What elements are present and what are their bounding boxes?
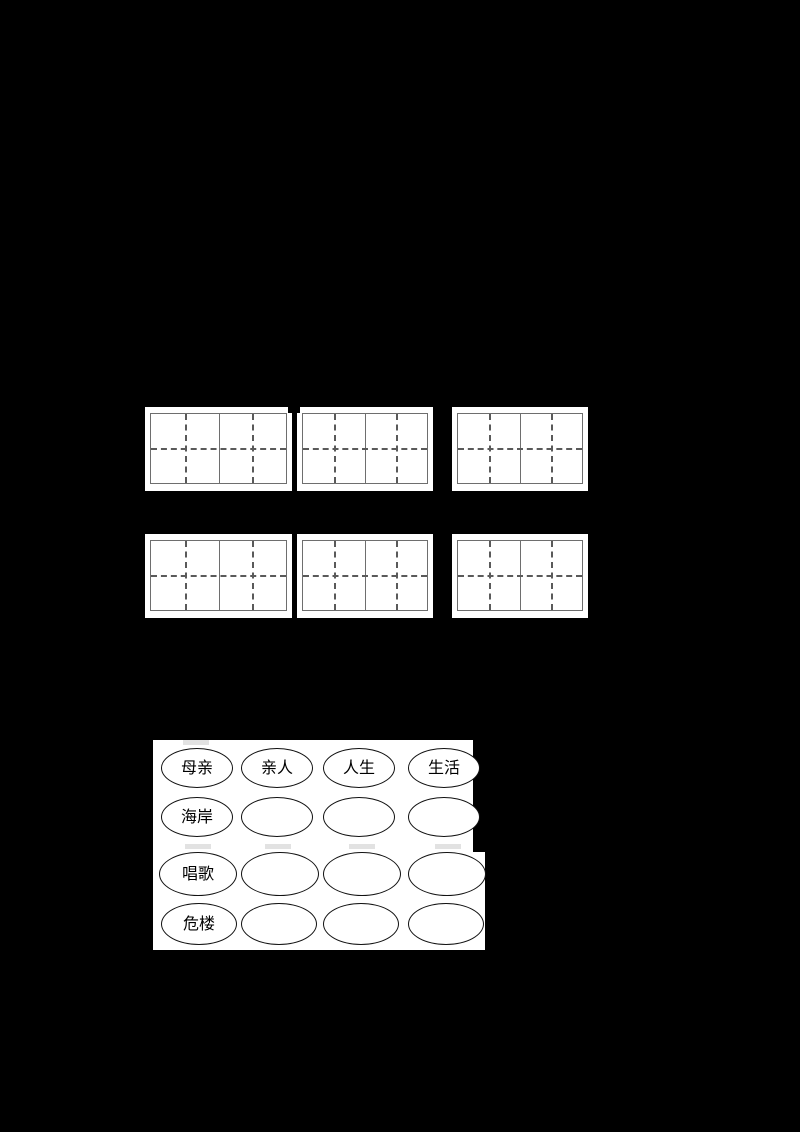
ellipse-label: 亲人 [260,758,293,777]
ellipse-label: 唱歌 [181,864,214,883]
ellipse-shape: 亲人 [241,748,313,788]
word-chain-cell-r2c1[interactable]: 海岸 [161,797,233,837]
word-chain-cell-r2c3[interactable] [323,797,395,837]
ellipse-shape: 母亲 [161,748,233,788]
word-chain-cell-r3c2[interactable] [241,852,319,896]
grid-block-2[interactable] [297,407,433,491]
guide-vertical-cell-2 [396,414,398,483]
word-chain-cell-r4c4[interactable] [408,903,484,945]
scan-smudge [265,844,291,849]
word-chain-cell-r1c3[interactable]: 人生 [323,748,395,788]
grid-block-5-inner [302,540,428,611]
grid-block-6[interactable] [452,534,588,618]
guide-vertical-cell-1 [334,541,336,610]
ellipse-label: 海岸 [180,807,213,826]
ellipse-shape [408,903,484,945]
word-chain-cell-r1c4[interactable]: 生活 [408,748,480,788]
ellipse-shape [323,903,399,945]
ellipse-shape: 生活 [408,748,480,788]
guide-horizontal [303,574,427,577]
ellipse-shape: 人生 [323,748,395,788]
ellipse-label: 母亲 [180,758,213,777]
word-chain-cell-r4c2[interactable] [241,903,317,945]
word-chain-cell-r1c1[interactable]: 母亲 [161,748,233,788]
guide-vertical-cell-1 [184,414,187,483]
scan-smudge [183,740,209,745]
word-chain-cell-r3c1[interactable]: 唱歌 [159,852,237,896]
word-chain-cell-r1c2[interactable]: 亲人 [241,748,313,788]
scan-artifact-notch [288,401,300,413]
guide-vertical-cell-2 [252,414,255,483]
word-chain-cell-r2c4[interactable] [408,797,480,837]
grid-block-4[interactable] [145,534,292,618]
ellipse-shape: 危楼 [161,903,237,945]
grid-block-4-inner [150,540,287,611]
grid-block-6-inner [457,540,583,611]
grid-block-1[interactable] [145,407,292,491]
writing-grid-row-2 [0,534,800,618]
guide-vertical-cell-2 [551,414,553,483]
grid-block-3-inner [457,413,583,484]
guide-vertical-cell-2 [551,541,553,610]
scan-smudge [185,844,211,849]
ellipse-label: 生活 [427,758,460,777]
guide-horizontal [151,447,286,450]
scan-smudge [349,844,375,849]
guide-horizontal [303,447,427,450]
ellipse-shape [241,797,313,837]
word-chain-grid: 母亲 亲人 人生 生活 海岸 [153,740,486,950]
grid-block-1-inner [150,413,287,484]
grid-block-5[interactable] [297,534,433,618]
guide-horizontal [151,574,286,577]
word-chain-cell-r4c1[interactable]: 危楼 [161,903,237,945]
word-chain-ellipse-table: 母亲 亲人 人生 生活 海岸 [153,740,486,950]
guide-vertical-cell-1 [334,414,336,483]
guide-vertical-cell-1 [184,541,187,610]
guide-vertical-cell-2 [252,541,255,610]
ellipse-shape [241,852,319,896]
ellipse-shape: 海岸 [161,797,233,837]
ellipse-label: 人生 [342,758,375,777]
ellipse-shape [323,797,395,837]
word-chain-cell-r4c3[interactable] [323,903,399,945]
ellipse-shape [323,852,401,896]
guide-vertical-cell-1 [489,414,491,483]
ellipse-shape [241,903,317,945]
guide-horizontal [458,574,582,577]
word-chain-cell-r2c2[interactable] [241,797,313,837]
guide-vertical-cell-1 [489,541,491,610]
ellipse-shape: 唱歌 [159,852,237,896]
ellipse-shape [408,852,486,896]
ellipse-shape [408,797,480,837]
guide-vertical-cell-2 [396,541,398,610]
grid-block-2-inner [302,413,428,484]
word-chain-cell-r3c4[interactable] [408,852,486,896]
guide-horizontal [458,447,582,450]
writing-grid-row-1 [0,407,800,491]
grid-block-3[interactable] [452,407,588,491]
scan-smudge [435,844,461,849]
word-chain-cell-r3c3[interactable] [323,852,401,896]
ellipse-label: 危楼 [182,914,215,933]
